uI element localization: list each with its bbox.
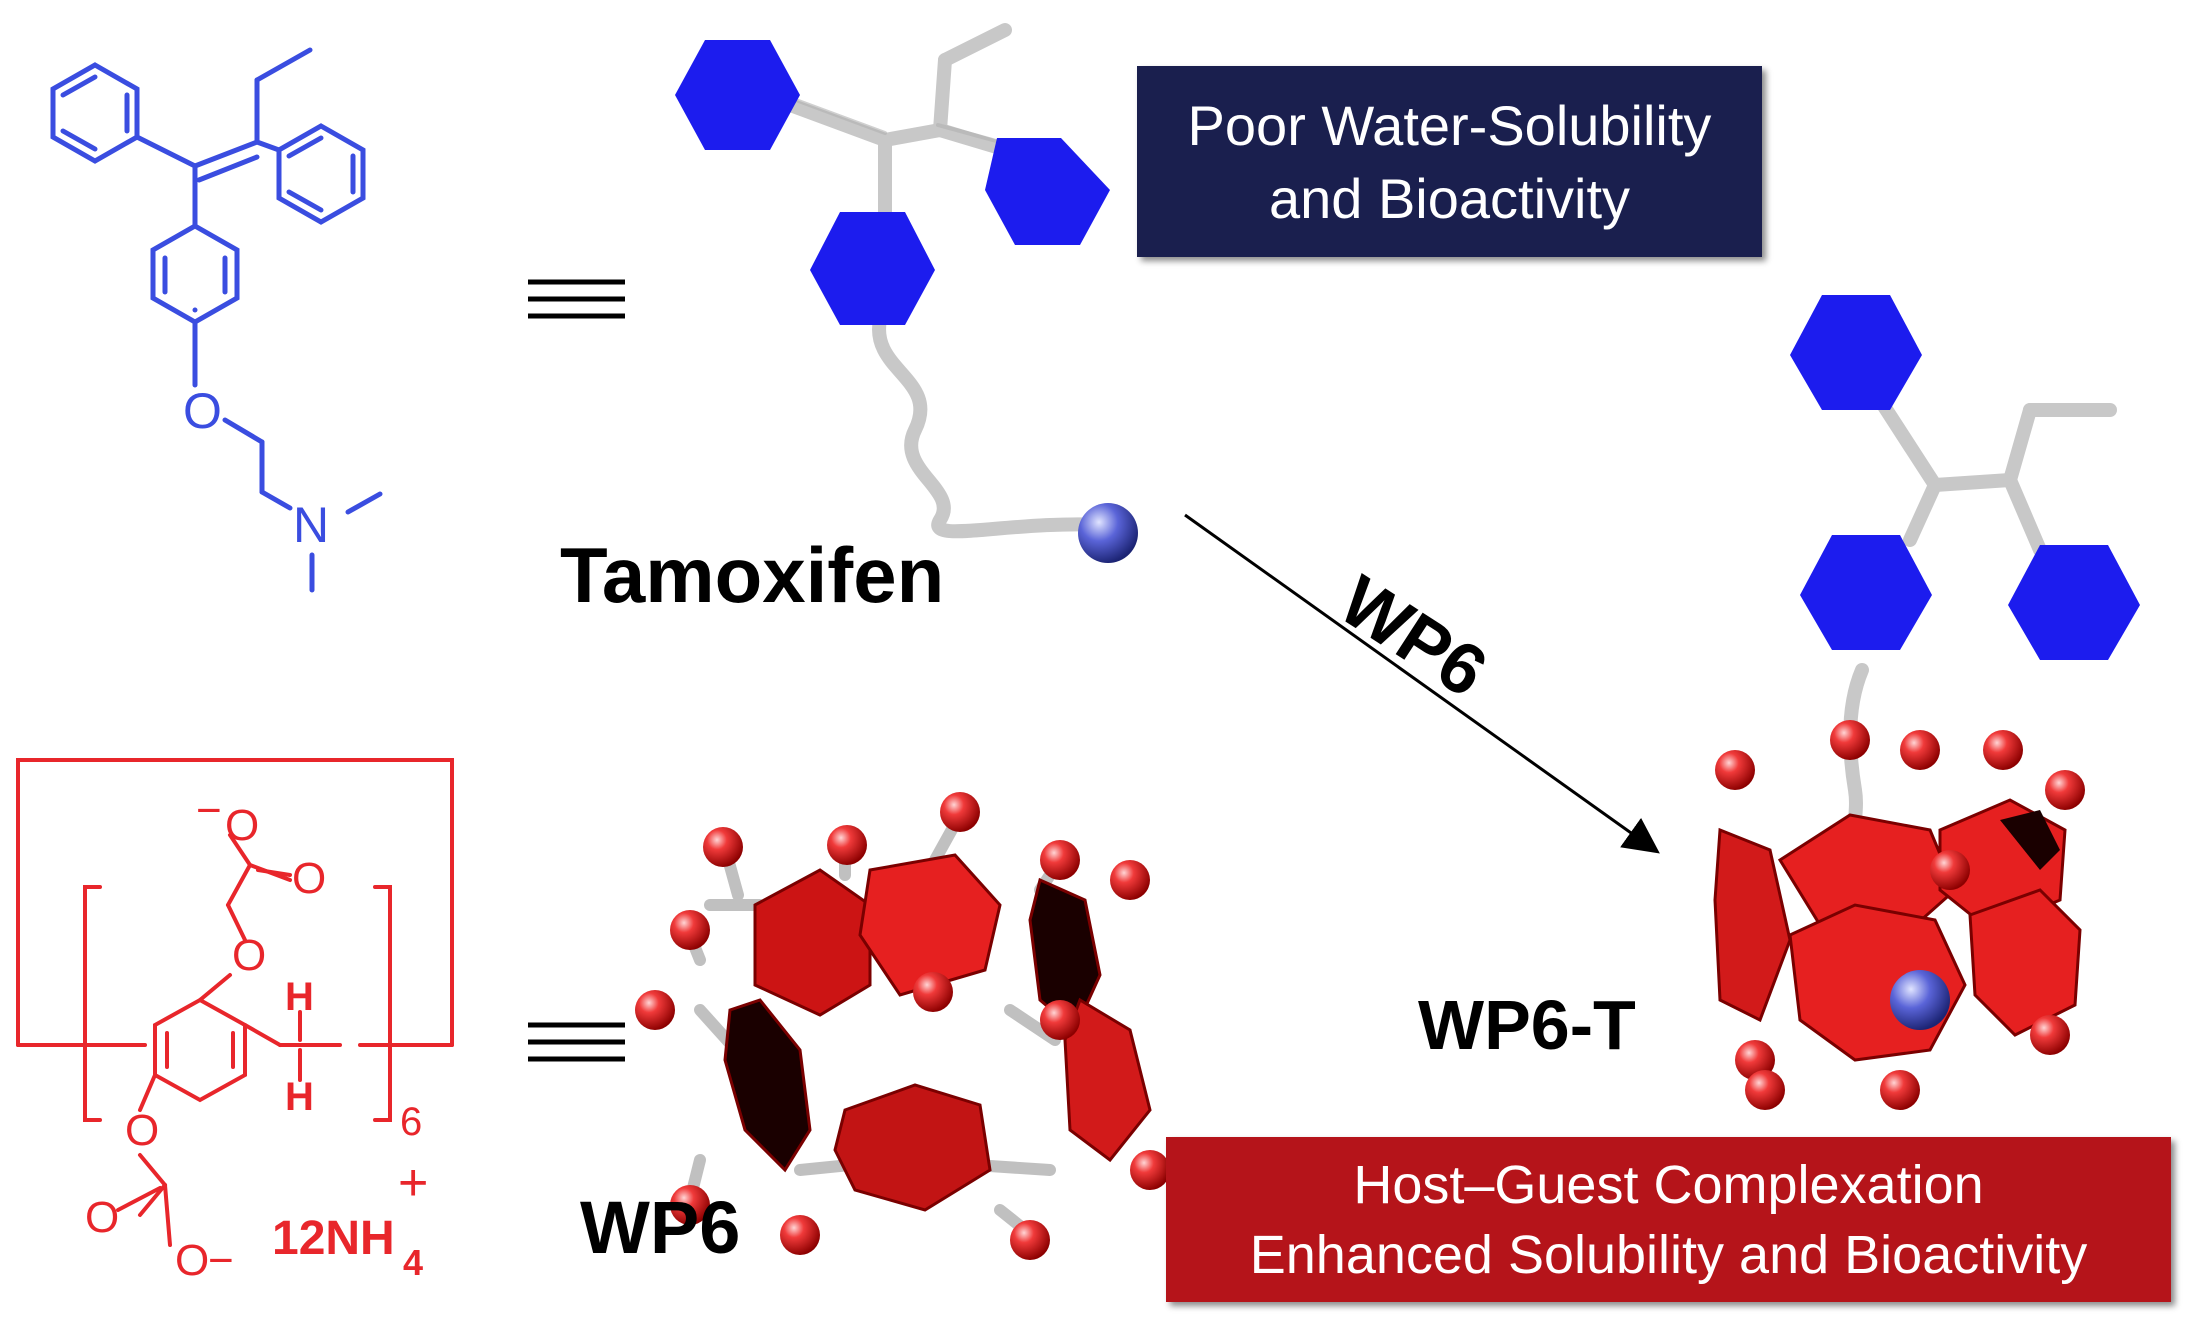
reaction-arrow (1184, 513, 1660, 854)
host-label: WP6 (580, 1186, 741, 1269)
problem-line-1: Poor Water-Solubility (1187, 93, 1712, 157)
counterion-subscript: 4 (403, 1242, 423, 1283)
wp6-cartoon-ring-5 (833, 1083, 992, 1212)
wp6-hydrogen-atom-1: H (285, 975, 314, 1019)
wp6t-guest-ring-left (1800, 535, 1932, 650)
wp6-cartoon (635, 792, 1170, 1260)
wp6-charge-minus-bottom: − (208, 1236, 234, 1285)
tamoxifen-ring-cartoon-right (985, 138, 1110, 245)
complex-label: WP6-T (1418, 986, 1636, 1064)
wp6-cartoon-ring-1 (753, 868, 872, 1017)
wp6t-guest-ring-top (1790, 295, 1922, 410)
wp6t-guest-ring-right (2008, 545, 2140, 660)
tamoxifen-cartoon (675, 23, 1138, 563)
wp6-structure (16, 758, 454, 1247)
wp6t-host-oxygens (1715, 720, 2085, 1110)
result-line-2: Enhanced Solubility and Bioactivity (1249, 1224, 2088, 1285)
wp6-oxygen-atom-3: O (232, 931, 266, 980)
wp6-hydrogen-atom-2: H (285, 1075, 314, 1119)
equivalence-symbol-bottom (528, 1022, 625, 1062)
tamoxifen-ring-cartoon-left (675, 40, 800, 150)
wp6t-host-ring-1 (1713, 827, 1792, 1023)
macrocycle-bracket-box (16, 758, 454, 1047)
tamoxifen-ring-cartoon-middle (810, 212, 935, 325)
result-line-1: Host–Guest Complexation (1353, 1154, 1984, 1215)
problem-line-2: and Bioactivity (1268, 166, 1631, 230)
counterion-charge: + (398, 1154, 428, 1212)
wp6t-guest-amine-sphere (1890, 970, 1950, 1030)
counterion-label: 12NH (272, 1212, 395, 1265)
wp6-oxygen-atom-4: O (125, 1106, 159, 1155)
wp6-oxygen-atom-6: O (175, 1236, 209, 1285)
wp6-cartoon-ring-4 (1063, 997, 1152, 1163)
wp6-cartoon-ring-2 (858, 853, 1002, 997)
problem-box: Poor Water-Solubility and Bioactivity (1137, 66, 1762, 257)
equivalence-symbol-top (528, 279, 625, 319)
wp6-oxygen-atom-2: O (292, 854, 326, 903)
wp6t-host-ring-dark (2000, 810, 2060, 870)
wp6-oxygen-atom-1: O (225, 801, 259, 850)
tamoxifen-nitrogen-atom: N (293, 497, 329, 553)
tamoxifen-label: Tamoxifen (560, 531, 945, 619)
tamoxifen-amine-sphere (1078, 503, 1138, 563)
wp6-oxygen-atom-5: O (85, 1193, 119, 1242)
wp6t-complex-cartoon (1713, 295, 2140, 1110)
wp6-cartoon-oxygens (635, 792, 1170, 1260)
wp6t-host-ring-5 (1968, 888, 2082, 1037)
wp6-repeat-subscript: 6 (400, 1100, 422, 1144)
tamoxifen-oxygen-atom: O (183, 383, 222, 439)
wp6-charge-minus-top: − (196, 786, 222, 835)
result-box: Host–Guest Complexation Enhanced Solubil… (1166, 1137, 2171, 1302)
tamoxifen-structure (50, 47, 383, 593)
wp6-cartoon-ring-6 (723, 998, 812, 1173)
bond (134, 134, 198, 169)
phenyl-ring-left (50, 62, 140, 164)
